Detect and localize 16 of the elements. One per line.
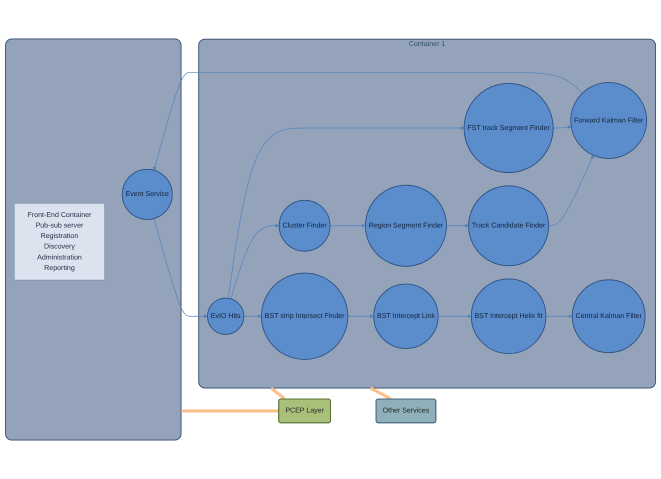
cluster: [5, 38, 182, 440]
arrow: [228, 126, 464, 299]
arrow: [348, 314, 374, 318]
arrow: [230, 224, 280, 300]
arrow: [548, 155, 594, 226]
arrow: [244, 314, 262, 318]
arrow: [446, 224, 469, 228]
arrow: [180, 409, 279, 413]
arrow: [154, 218, 208, 318]
arrow: [552, 125, 572, 129]
arrow: [438, 314, 472, 318]
arrow: [546, 314, 572, 318]
arrow: [153, 72, 583, 170]
arrow: [270, 386, 286, 400]
arrow: [330, 224, 366, 228]
arrow: [370, 386, 392, 400]
